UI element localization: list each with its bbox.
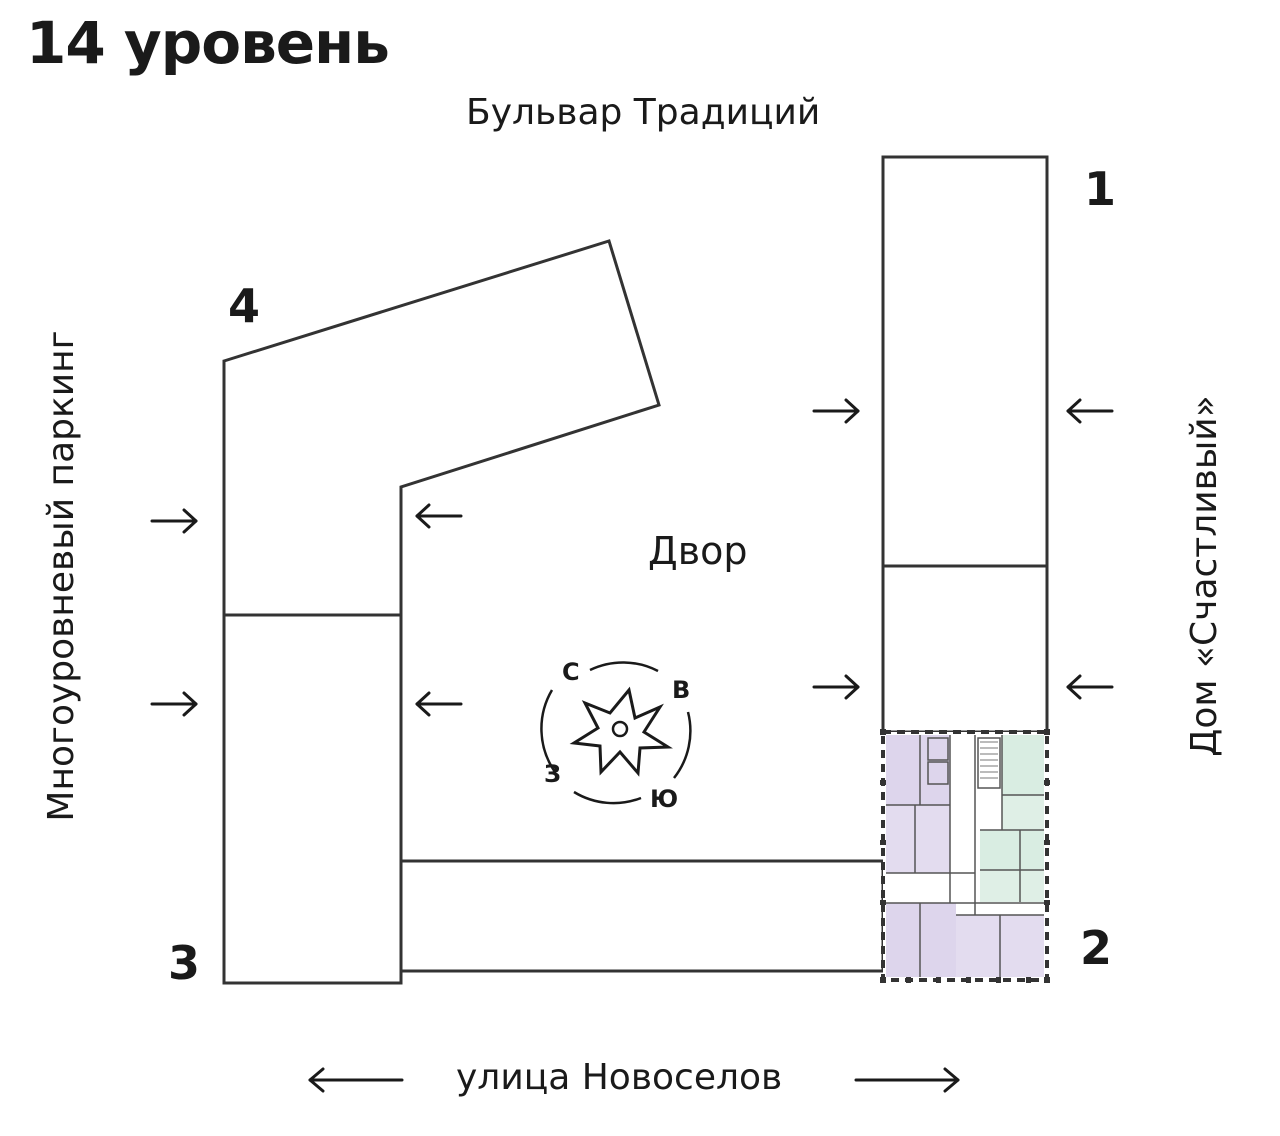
entrance-arrow-left: [1066, 398, 1114, 424]
apartment-green: [1002, 795, 1044, 830]
building-4-outline: [222, 239, 661, 617]
compass-south-label: Ю: [650, 785, 679, 813]
apartment-purple: [886, 735, 950, 805]
apartment-green: [980, 870, 1044, 902]
street-label-bottom: улица Новоселов: [456, 1057, 783, 1098]
entrance-arrow-left: [1066, 674, 1114, 700]
compass-west-label: З: [544, 760, 562, 788]
building-number-1: 1: [1084, 162, 1117, 216]
building-number-4: 4: [228, 279, 261, 333]
apartment-green: [1002, 735, 1044, 795]
entrance-arrow-left: [415, 503, 463, 529]
apartment-green: [980, 830, 1044, 870]
compass-icon: [540, 661, 692, 805]
street-arrow-right: [854, 1067, 960, 1093]
apartment-purple: [886, 903, 956, 977]
apartment-purple: [886, 873, 950, 903]
apartment-purple: [886, 805, 950, 873]
building-1-outline: [881, 155, 1049, 568]
street-arrow-left: [308, 1067, 404, 1093]
building-3-outline: [222, 613, 403, 985]
compass-east-label: В: [672, 676, 691, 704]
entrance-arrow-right: [150, 691, 198, 717]
entrance-arrow-right: [812, 674, 860, 700]
building-connector: [399, 859, 885, 973]
floor-plan-building-2[interactable]: [880, 729, 1050, 983]
building-1-lower-section: [881, 564, 1049, 734]
entrance-arrow-right: [812, 398, 860, 424]
entrance-arrow-left: [415, 691, 463, 717]
page-title: 14 уровень: [26, 9, 390, 77]
compass-north-label: С: [562, 658, 580, 686]
building-number-3: 3: [168, 936, 201, 990]
street-label-top: Бульвар Традиций: [466, 92, 821, 133]
building-number-2: 2: [1080, 921, 1113, 975]
entrance-arrow-right: [150, 508, 198, 534]
courtyard-label: Двор: [648, 529, 748, 573]
